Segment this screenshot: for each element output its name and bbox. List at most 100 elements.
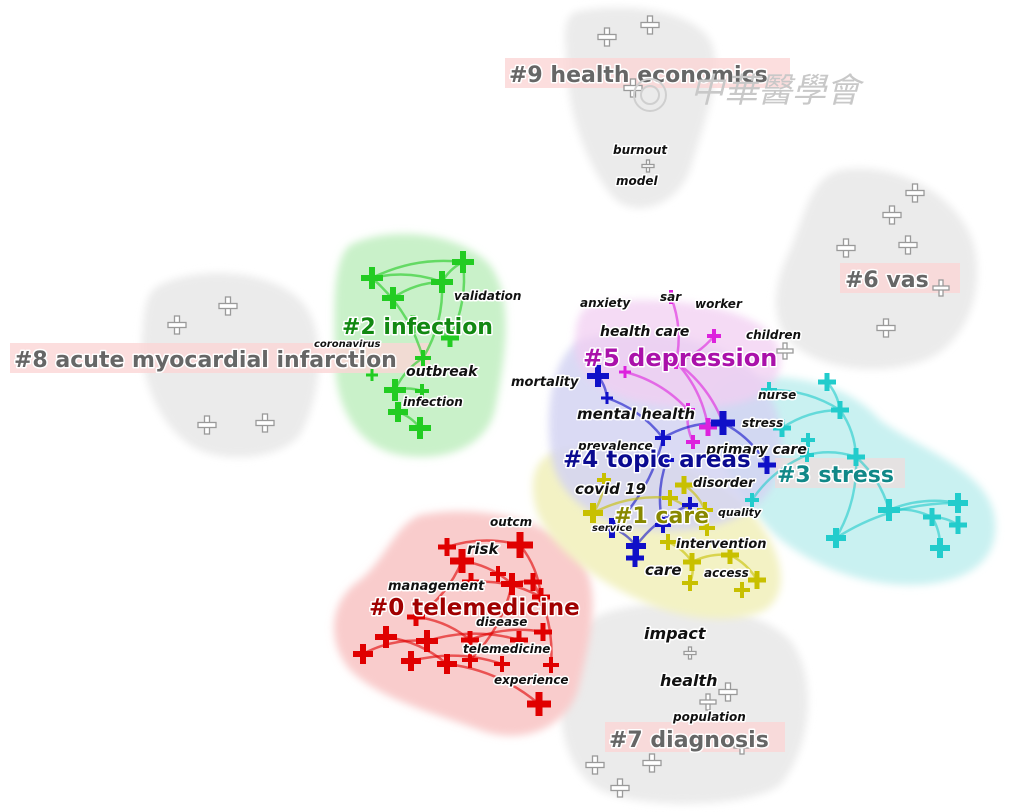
node-cross-icon <box>353 644 373 664</box>
edge-line <box>531 581 553 666</box>
keyword-label: coronavirus <box>314 339 380 350</box>
cluster-label-care: #1 care <box>614 504 709 529</box>
node-cross-icon <box>401 651 421 671</box>
node-cross-icon <box>876 318 896 338</box>
node-cross-icon <box>745 493 759 507</box>
node-cross-icon <box>932 279 950 297</box>
keyword-label: experience <box>494 673 569 687</box>
node-cross-icon <box>382 287 404 309</box>
node-cross-icon <box>640 15 660 35</box>
edge-line <box>371 277 425 359</box>
edge-line <box>611 437 665 529</box>
node-cross-icon <box>683 646 697 660</box>
node-cross-icon <box>361 267 383 289</box>
cluster-label-telemedicine: #0 telemedicine <box>369 595 580 621</box>
node-cross-icon <box>610 778 630 798</box>
keyword-label: stress <box>742 416 783 430</box>
keyword-label: population <box>672 710 746 724</box>
node-cross-icon <box>494 656 510 672</box>
node-cross-icon <box>776 342 794 360</box>
cluster-label-acute-myocardial-infarction: #8 acute myocardial infarction <box>14 348 397 373</box>
node-cross-icon <box>507 532 533 558</box>
node-cross-icon <box>882 205 902 225</box>
edge-line <box>634 503 691 547</box>
node-cross-icon <box>409 417 431 439</box>
node-cross-icon <box>686 435 700 449</box>
edge-line <box>624 370 689 411</box>
node-cross-icon <box>416 630 438 652</box>
node-cross-icon <box>583 503 603 523</box>
node-cross-icon <box>761 382 777 398</box>
node-cross-icon <box>655 517 671 533</box>
keyword-label: sar <box>660 290 682 304</box>
node-cross-icon <box>501 573 523 595</box>
node-cross-icon <box>930 538 950 558</box>
node-cross-icon <box>699 418 717 436</box>
node-cross-icon <box>669 355 683 369</box>
node-cross-icon <box>878 499 900 521</box>
node-cross-icon <box>490 566 506 582</box>
node-cross-icon <box>733 737 751 755</box>
keyword-label: health care <box>600 324 689 340</box>
node-cross-icon <box>683 553 701 571</box>
node-cross-icon <box>524 573 542 591</box>
node-cross-icon <box>601 392 613 404</box>
node-cross-icon <box>836 238 856 258</box>
nodes <box>167 15 968 798</box>
node-cross-icon <box>438 538 456 556</box>
keyword-label: telemedicine <box>463 642 550 656</box>
node-cross-icon <box>384 379 406 401</box>
keyword-label: intervention <box>676 537 767 552</box>
keyword-labels: burnout model validation coronavirus out… <box>313 142 809 726</box>
node-cross-icon <box>748 571 766 589</box>
node-cross-icon <box>831 401 849 419</box>
node-cross-icon <box>441 329 459 347</box>
region-diagnosis <box>561 603 809 804</box>
keyword-label: children <box>746 328 801 342</box>
node-cross-icon <box>532 588 550 606</box>
cluster-regions <box>141 7 996 804</box>
node-cross-icon <box>415 384 429 398</box>
edge-line <box>606 396 664 439</box>
node-cross-icon <box>619 366 631 378</box>
node-cross-icon <box>218 296 238 316</box>
keyword-label: impact <box>644 624 707 643</box>
cluster-labels: #9 health economics #6 vas #2 infection … <box>13 62 931 755</box>
keyword-label: outbreak <box>406 364 479 380</box>
node-cross-icon <box>510 631 528 649</box>
node-cross-icon <box>675 476 693 494</box>
node-cross-icon <box>699 520 715 536</box>
node-cross-icon <box>431 271 453 293</box>
node-cross-icon <box>255 413 275 433</box>
cluster-label-stress: #3 stress <box>777 463 894 488</box>
cluster-label-diagnosis: #7 diagnosis <box>609 728 769 753</box>
keyword-label: disorder <box>693 476 756 491</box>
keyword-label: covid 19 <box>575 480 646 498</box>
edge-line <box>446 662 540 705</box>
node-cross-icon <box>949 516 967 534</box>
label-bg-ami <box>10 343 430 373</box>
node-cross-icon <box>758 456 776 474</box>
node-cross-icon <box>847 448 865 466</box>
cluster-label-depression: #5 depression <box>583 344 777 372</box>
node-cross-icon <box>801 433 815 447</box>
node-cross-icon <box>734 582 750 598</box>
cluster-label-topic-areas: #4 topic areas <box>563 447 751 473</box>
node-cross-icon <box>664 290 678 304</box>
node-cross-icon <box>197 415 217 435</box>
node-cross-icon <box>167 315 187 335</box>
cluster-label-infection: #2 infection <box>342 315 493 340</box>
node-cross-icon <box>699 693 717 711</box>
node-cross-icon <box>388 402 408 422</box>
label-highlights <box>10 58 960 752</box>
keyword-label: mortality <box>511 375 579 390</box>
node-cross-icon <box>597 27 617 47</box>
node-cross-icon <box>923 508 941 526</box>
node-cross-icon <box>682 497 698 513</box>
node-cross-icon <box>721 546 739 564</box>
node-cross-icon <box>462 652 478 668</box>
node-cross-icon <box>682 575 698 591</box>
node-cross-icon <box>660 453 674 467</box>
node-cross-icon <box>641 159 655 173</box>
